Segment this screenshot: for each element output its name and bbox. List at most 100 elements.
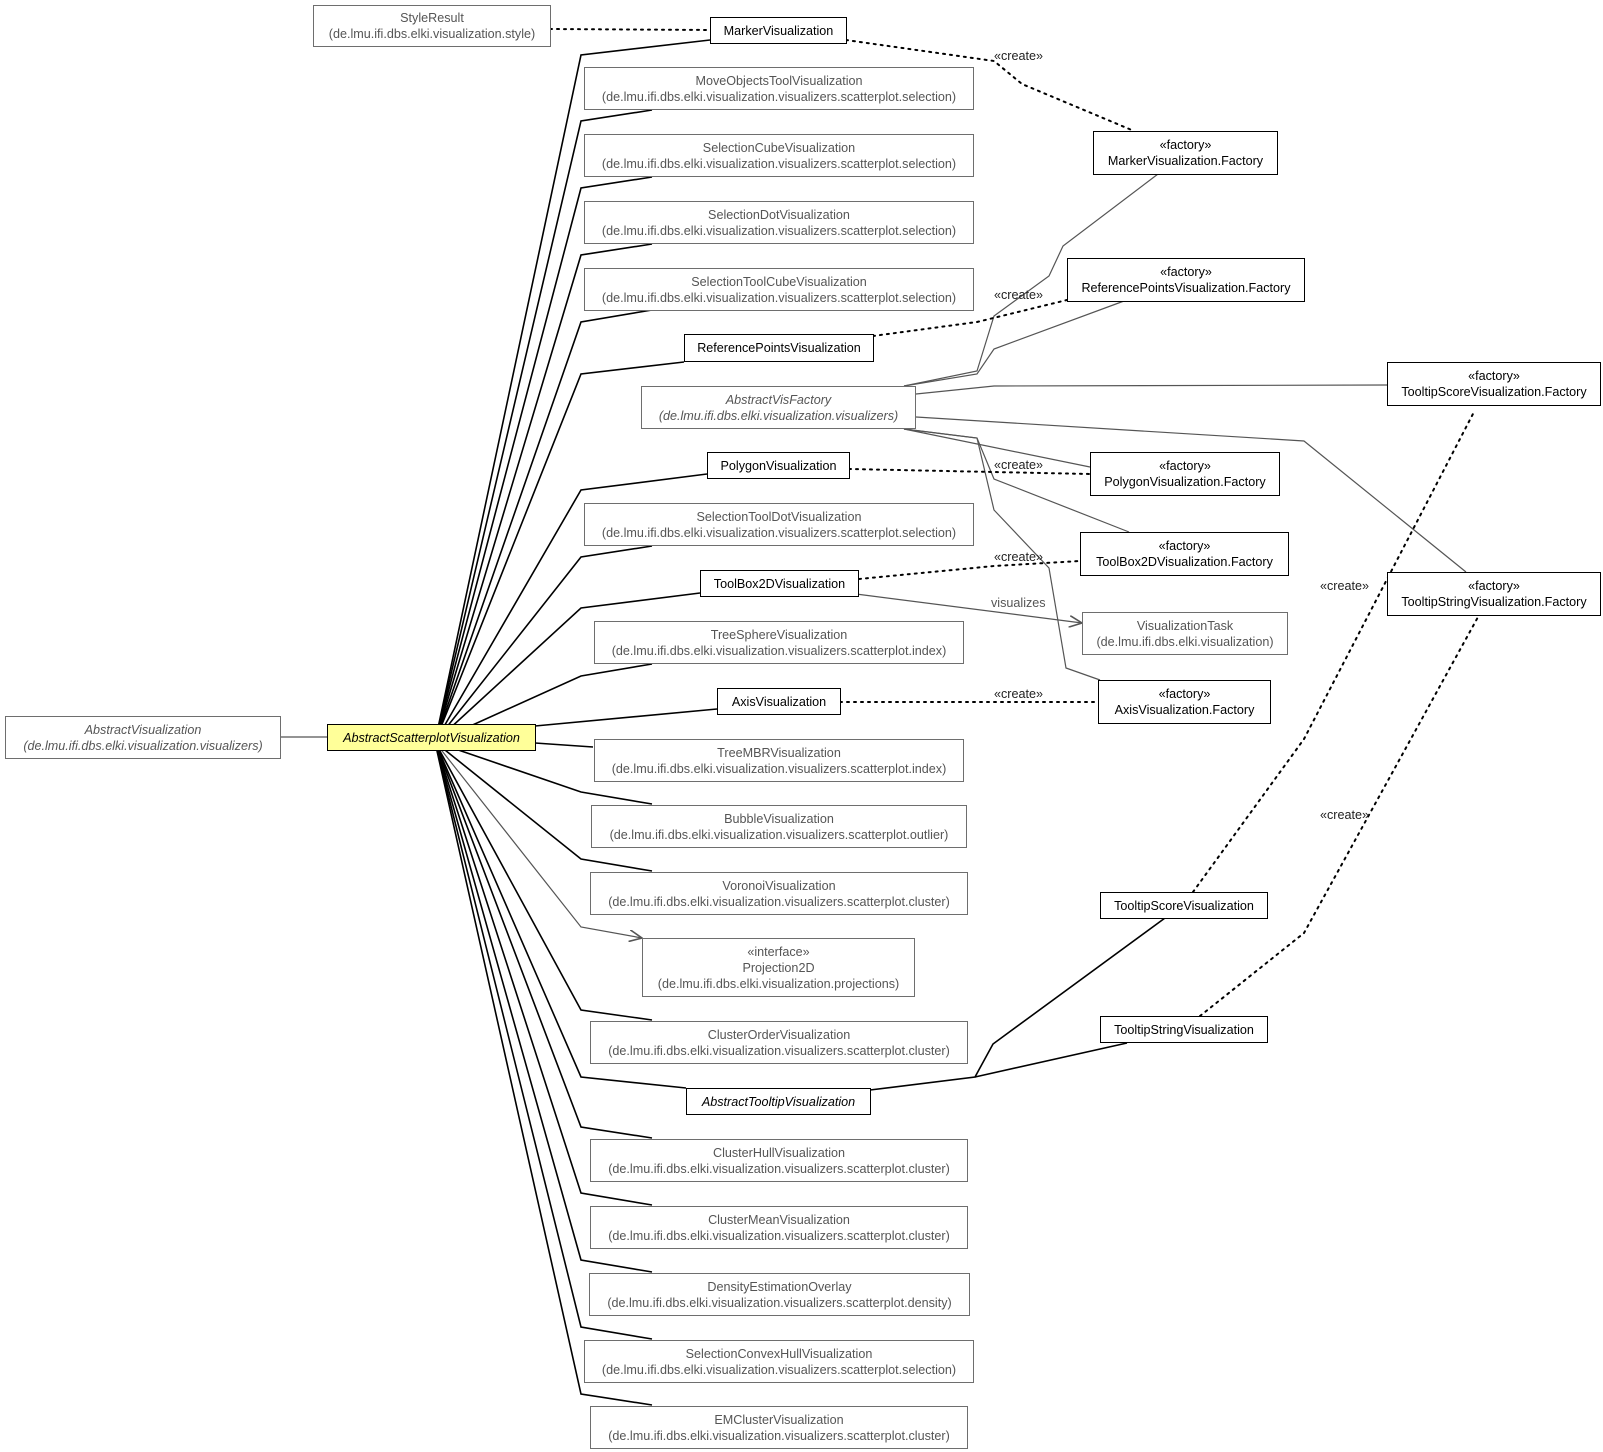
class-clustermeanvisualization[interactable]: ClusterMeanVisualization (de.lmu.ifi.dbs…: [590, 1206, 968, 1249]
class-polygonvisualization[interactable]: PolygonVisualization: [707, 452, 850, 479]
class-name: PolygonVisualization.Factory: [1104, 475, 1266, 489]
dependency-edges: [549, 28, 1479, 1017]
class-package: (de.lmu.ifi.dbs.elki.visualization.visua…: [608, 1161, 950, 1176]
class-name: SelectionDotVisualization: [708, 207, 850, 222]
factory-edges: [903, 173, 1467, 681]
class-name: TreeSphereVisualization: [710, 627, 848, 642]
class-axisvisualization[interactable]: AxisVisualization: [717, 688, 841, 715]
class-name: SelectionCubeVisualization: [702, 140, 856, 155]
class-voronoivisualization[interactable]: VoronoiVisualization (de.lmu.ifi.dbs.elk…: [590, 872, 968, 915]
class-clusterordervisualization[interactable]: ClusterOrderVisualization (de.lmu.ifi.db…: [590, 1021, 968, 1064]
class-package: (de.lmu.ifi.dbs.elki.visualization.visua…: [601, 156, 957, 171]
class-name: PolygonVisualization: [720, 458, 837, 473]
edge-axis: [534, 708, 718, 727]
class-name: TooltipStringVisualization.Factory: [1401, 595, 1587, 609]
class-stereotype: «factory»: [1159, 459, 1211, 473]
class-package: (de.lmu.ifi.dbs.elki.visualization.visua…: [601, 525, 957, 540]
class-name: AbstractTooltipVisualization: [701, 1094, 856, 1109]
class-selectiontoolcubevisualization[interactable]: SelectionToolCubeVisualization (de.lmu.i…: [584, 268, 974, 311]
tooltip-subclass-edges: [869, 917, 1166, 1091]
subclass-edges: [434, 39, 718, 1406]
edge-toolbox2d: [434, 592, 701, 743]
interface-projection2d[interactable]: «interface» Projection2D (de.lmu.ifi.dbs…: [642, 938, 915, 997]
class-clusterhullvisualization[interactable]: ClusterHullVisualization (de.lmu.ifi.dbs…: [590, 1139, 968, 1182]
class-name: MarkerVisualization: [723, 23, 834, 38]
class-name: TooltipScoreVisualization: [1114, 898, 1254, 913]
class-name: StyleResult: [400, 11, 464, 25]
class-abstractvisfactory[interactable]: AbstractVisFactory (de.lmu.ifi.dbs.elki.…: [641, 386, 916, 429]
edge-visualizes: [855, 593, 1082, 623]
class-axisvisualization-factory[interactable]: «factory» AxisVisualization.Factory: [1098, 680, 1271, 724]
create-label-toolbox2d: «create»: [994, 550, 1044, 564]
class-polygonvisualization-factory[interactable]: «factory» PolygonVisualization.Factory: [1090, 452, 1280, 496]
class-abstracttooltipvisualization[interactable]: AbstractTooltipVisualization: [686, 1088, 871, 1115]
edge-selectionconvexhull: [434, 741, 653, 1340]
class-referencepointsvisualization[interactable]: ReferencePointsVisualization: [684, 334, 874, 362]
class-tooltipstringvisualization[interactable]: TooltipStringVisualization: [1100, 1016, 1268, 1043]
class-name: SelectionToolDotVisualization: [696, 509, 862, 524]
class-stereotype: «factory»: [1158, 687, 1211, 701]
class-visualizationtask[interactable]: VisualizationTask (de.lmu.ifi.dbs.elki.v…: [1082, 612, 1288, 655]
class-referencepointsvisualization-factory[interactable]: «factory» ReferencePointsVisualization.F…: [1067, 258, 1305, 302]
class-stereotype: «interface»: [747, 944, 810, 959]
edge-refpointsfactory: [903, 300, 1125, 387]
class-styleresult[interactable]: StyleResult (de.lmu.ifi.dbs.elki.visuali…: [313, 5, 551, 47]
class-name: VisualizationTask: [1136, 618, 1234, 633]
class-tooltipscorevisualization[interactable]: TooltipScoreVisualization: [1100, 892, 1268, 919]
class-toolbox2dvisualization-factory[interactable]: «factory» ToolBox2DVisualization.Factory: [1080, 532, 1289, 576]
class-name: VoronoiVisualization: [722, 878, 836, 893]
edge-selectiontoolcube: [434, 309, 653, 743]
edge-abstracttooltip: [434, 741, 687, 1089]
class-markervisualization-factory[interactable]: «factory» MarkerVisualization.Factory: [1093, 131, 1278, 175]
class-name: TooltipStringVisualization: [1114, 1022, 1254, 1037]
edge-voronoi: [434, 741, 653, 872]
class-name: ReferencePointsVisualization: [697, 341, 861, 355]
class-abstractscatterplotvisualization[interactable]: AbstractScatterplotVisualization: [327, 724, 536, 751]
create-label-tooltipscore: «create»: [1320, 579, 1370, 593]
class-name: TreeMBRVisualization: [717, 745, 841, 760]
class-package: (de.lmu.ifi.dbs.elki.visualization.visua…: [658, 408, 899, 423]
class-package: (de.lmu.ifi.dbs.elki.visualization.visua…: [601, 223, 957, 238]
class-package: (de.lmu.ifi.dbs.elki.visualization.visua…: [23, 738, 263, 753]
class-treembrvisualization[interactable]: TreeMBRVisualization (de.lmu.ifi.dbs.elk…: [594, 739, 964, 782]
class-selectiontooldotvisualization[interactable]: SelectionToolDotVisualization (de.lmu.if…: [584, 503, 974, 546]
class-package: (de.lmu.ifi.dbs.elki.visualization.visua…: [608, 1428, 950, 1443]
edge-polygonfactory: [903, 428, 1091, 468]
class-name: ClusterHullVisualization: [712, 1145, 846, 1160]
edge-create-tooltipstringfactory: [1199, 616, 1479, 1017]
edge-bubble: [434, 741, 653, 805]
edge-tooltipstringfactory: [915, 416, 1467, 573]
edge-treembr: [534, 742, 594, 748]
class-package: (de.lmu.ifi.dbs.elki.visualization.visua…: [611, 761, 947, 776]
class-bubblevisualization[interactable]: BubbleVisualization (de.lmu.ifi.dbs.elki…: [591, 805, 967, 848]
class-toolbox2dvisualization[interactable]: ToolBox2DVisualization: [700, 570, 859, 597]
class-moveobjectstoolvisualization[interactable]: MoveObjectsToolVisualization (de.lmu.ifi…: [584, 67, 974, 110]
class-treespherevisualization[interactable]: TreeSphereVisualization (de.lmu.ifi.dbs.…: [594, 621, 964, 664]
class-markervisualization[interactable]: MarkerVisualization: [710, 17, 847, 44]
class-tooltipstringvisualization-factory[interactable]: «factory» TooltipStringVisualization.Fac…: [1387, 572, 1601, 616]
class-package: (de.lmu.ifi.dbs.elki.visualization.proje…: [657, 976, 900, 991]
create-label-polygon: «create»: [994, 458, 1044, 472]
class-emclustervisualization[interactable]: EMClusterVisualization (de.lmu.ifi.dbs.e…: [590, 1406, 968, 1449]
class-selectionconvexhullvisualization[interactable]: SelectionConvexHullVisualization (de.lmu…: [584, 1340, 974, 1383]
class-name: DensityEstimationOverlay: [707, 1279, 852, 1294]
create-label-marker: «create»: [994, 49, 1044, 63]
class-abstractvisualization[interactable]: AbstractVisualization (de.lmu.ifi.dbs.el…: [5, 716, 281, 759]
class-selectiondotvisualization[interactable]: SelectionDotVisualization (de.lmu.ifi.db…: [584, 201, 974, 244]
class-stereotype: «factory»: [1158, 539, 1211, 553]
edge-density: [434, 741, 653, 1273]
class-densityestimationoverlay[interactable]: DensityEstimationOverlay (de.lmu.ifi.dbs…: [589, 1273, 970, 1316]
class-selectioncubevisualization[interactable]: SelectionCubeVisualization (de.lmu.ifi.d…: [584, 134, 974, 177]
class-name: ToolBox2DVisualization: [713, 576, 846, 591]
edge-markerfactory: [903, 173, 1159, 387]
class-stereotype: «factory»: [1468, 579, 1520, 593]
class-stereotype: «factory»: [1468, 369, 1520, 383]
class-package: (de.lmu.ifi.dbs.elki.visualization.visua…: [601, 89, 957, 104]
edge-selectiondot: [434, 243, 653, 743]
class-stereotype: «factory»: [1159, 138, 1212, 152]
edge-polygon: [434, 473, 708, 743]
class-package: (de.lmu.ifi.dbs.elki.visualization.visua…: [608, 1228, 950, 1243]
class-tooltipscorevisualization-factory[interactable]: «factory» TooltipScoreVisualization.Fact…: [1387, 362, 1601, 406]
